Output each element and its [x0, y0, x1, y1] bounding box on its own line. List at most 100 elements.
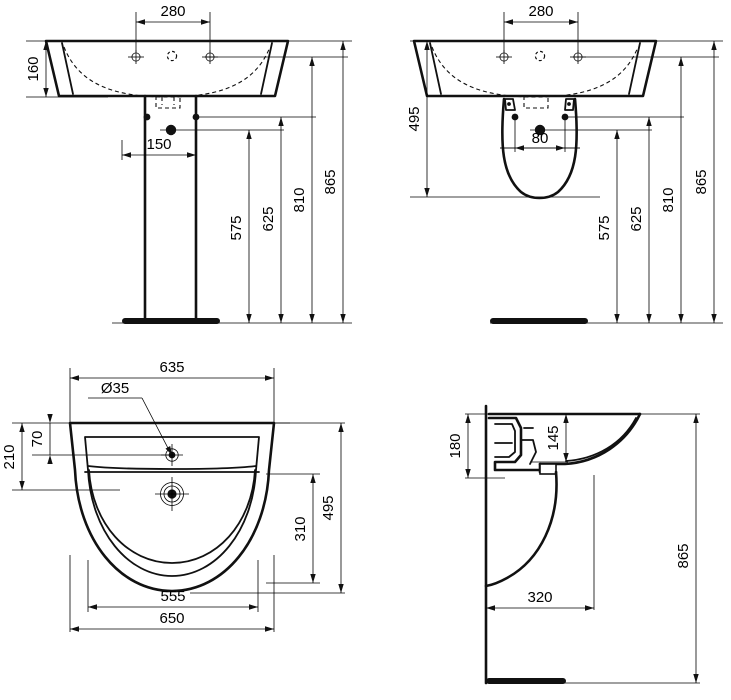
diameter-callout-view3: Ø35 [88, 380, 172, 455]
dimension-625-view1: 625 [260, 117, 284, 323]
dimension-180-view4: 180 [447, 414, 471, 478]
dimension-810-view1: 810 [291, 57, 315, 323]
dimension-label-280-view2: 280 [528, 3, 553, 20]
dimension-865-view2: 865 [693, 41, 717, 323]
bracket-hole-left-view2 [507, 102, 511, 106]
dimension-label-280-view1: 280 [160, 3, 185, 20]
semi-pedestal-outline-view2 [500, 97, 579, 200]
pedestal-foot-view1 [122, 318, 220, 324]
basin-outline-view1 [44, 39, 290, 98]
pedestal-outline-view1 [143, 94, 198, 322]
dimension-865-view1: 865 [322, 41, 346, 323]
dimension-label-310-view3: 310 [292, 516, 309, 541]
dimension-635-view3: 635 [70, 359, 274, 381]
dimension-label-865-view1: 865 [322, 169, 339, 194]
basin-inner-rim-view2 [429, 42, 442, 95]
dimension-320-view4: 320 [486, 589, 594, 611]
dimension-label-810-view1: 810 [291, 187, 308, 212]
dimension-label-160-view1: 160 [25, 56, 42, 81]
bracket-hole-right-view2 [567, 102, 571, 106]
dimension-865-view4: 865 [675, 414, 699, 683]
floor-line-view2 [490, 318, 588, 324]
tap-hole-right-view2 [570, 50, 586, 64]
dimension-555-view3: 555 [88, 588, 258, 610]
witness-lines-view1 [26, 12, 352, 324]
view-front-elevation-full-pedestal: 280 160 150 575 625 [25, 3, 352, 324]
waste-point-view2 [534, 124, 546, 136]
dimension-280-view1: 280 [136, 3, 210, 25]
dimension-label-865-view2: 865 [693, 169, 710, 194]
dimension-495-view3: 495 [320, 423, 344, 593]
dimension-575-view2: 575 [596, 130, 620, 323]
witness-lines-view4 [465, 413, 700, 684]
basin-bowl-inner-view4 [565, 417, 637, 462]
basin-inner-rim-view1 [61, 42, 74, 95]
dimension-80-view2: 80 [500, 130, 580, 151]
bowl-rim-view3 [84, 436, 260, 577]
dimension-810-view2: 810 [660, 57, 684, 323]
dimension-70-view3: 70 [29, 414, 53, 464]
dimension-label-145-view4: 145 [545, 425, 562, 450]
dimension-label-575-view1: 575 [228, 215, 245, 240]
rear-apron-view4 [487, 416, 542, 472]
bowl-inner-view3 [88, 469, 256, 564]
dimension-label-810-view2: 810 [660, 187, 677, 212]
supply-point-left-view2 [511, 113, 519, 121]
shroud-bracket-right-view2 [564, 98, 575, 111]
dimension-label-625-view2: 625 [628, 206, 645, 231]
dimension-label-495-view3: 495 [320, 495, 337, 520]
dimension-label-180-view4: 180 [447, 433, 464, 458]
tap-hole-right-view1 [202, 50, 218, 64]
dimension-label-320-view4: 320 [527, 589, 552, 606]
supply-point-right-view1 [192, 113, 200, 121]
shroud-bracket-left-view2 [504, 98, 516, 111]
centre-hole-dashed-view1 [166, 50, 178, 62]
deck-split-line-2-view3 [87, 465, 257, 470]
dimension-label-555-view3: 555 [160, 588, 185, 605]
basin-outer-outline-view3 [68, 421, 276, 593]
waste-hidden-detail-view2 [523, 96, 549, 109]
dimension-label-650-view3: 650 [159, 610, 184, 627]
waste-outlet-view3 [155, 477, 189, 511]
dimension-280-view2: 280 [504, 3, 578, 25]
basin-inner-rim-right-view1 [260, 42, 273, 95]
dimension-210-view3: 210 [1, 423, 25, 490]
dimension-label-575-view2: 575 [596, 215, 613, 240]
shroud-profile-view4 [484, 470, 558, 588]
view-side-section: 180 145 320 865 [447, 404, 700, 685]
view-plan: 635 Ø35 70 210 310 [1, 359, 345, 632]
dimension-145-view4: 145 [545, 414, 569, 462]
dimension-label-635-view3: 635 [159, 359, 184, 376]
dimension-label-80-view2: 80 [532, 130, 549, 147]
basin-bowl-section-view4 [538, 412, 642, 466]
basin-inner-rim-right-view2 [628, 42, 641, 95]
rear-apron-inner-view4 [494, 423, 516, 458]
basin-outline-view2 [412, 39, 658, 98]
apron-bracket-view4 [520, 439, 537, 465]
dimension-150-view1: 150 [122, 136, 196, 158]
floor-line-view4 [486, 678, 566, 684]
waste-hidden-detail-view1 [155, 96, 181, 109]
supply-point-left-view1 [143, 113, 151, 121]
dimension-label-70-view3: 70 [29, 431, 46, 448]
dimension-575-view1: 575 [228, 130, 252, 323]
tap-hole-left-view1 [128, 50, 144, 64]
waste-block-view4 [539, 463, 557, 475]
dimension-label-865-view4: 865 [675, 543, 692, 568]
waste-point-view1 [165, 124, 177, 136]
bowl-hidden-outline-view1 [63, 46, 271, 98]
tap-hole-left-view2 [496, 50, 512, 64]
view-front-elevation-semi-pedestal: 280 495 80 575 625 [406, 3, 723, 324]
waste-hidden-detail2-view1 [161, 97, 175, 105]
supply-point-right-view2 [561, 113, 569, 121]
dimension-160-view1: 160 [25, 41, 49, 97]
bowl-hidden-outline-view2 [431, 46, 639, 98]
dimension-label-210-view3: 210 [1, 444, 18, 469]
dimension-310-view3: 310 [292, 474, 316, 583]
witness-lines-view2 [410, 12, 723, 324]
dimension-label-495-view2: 495 [406, 106, 423, 131]
dimension-625-view2: 625 [628, 117, 652, 323]
dimension-label-d35-view3: Ø35 [101, 380, 129, 397]
